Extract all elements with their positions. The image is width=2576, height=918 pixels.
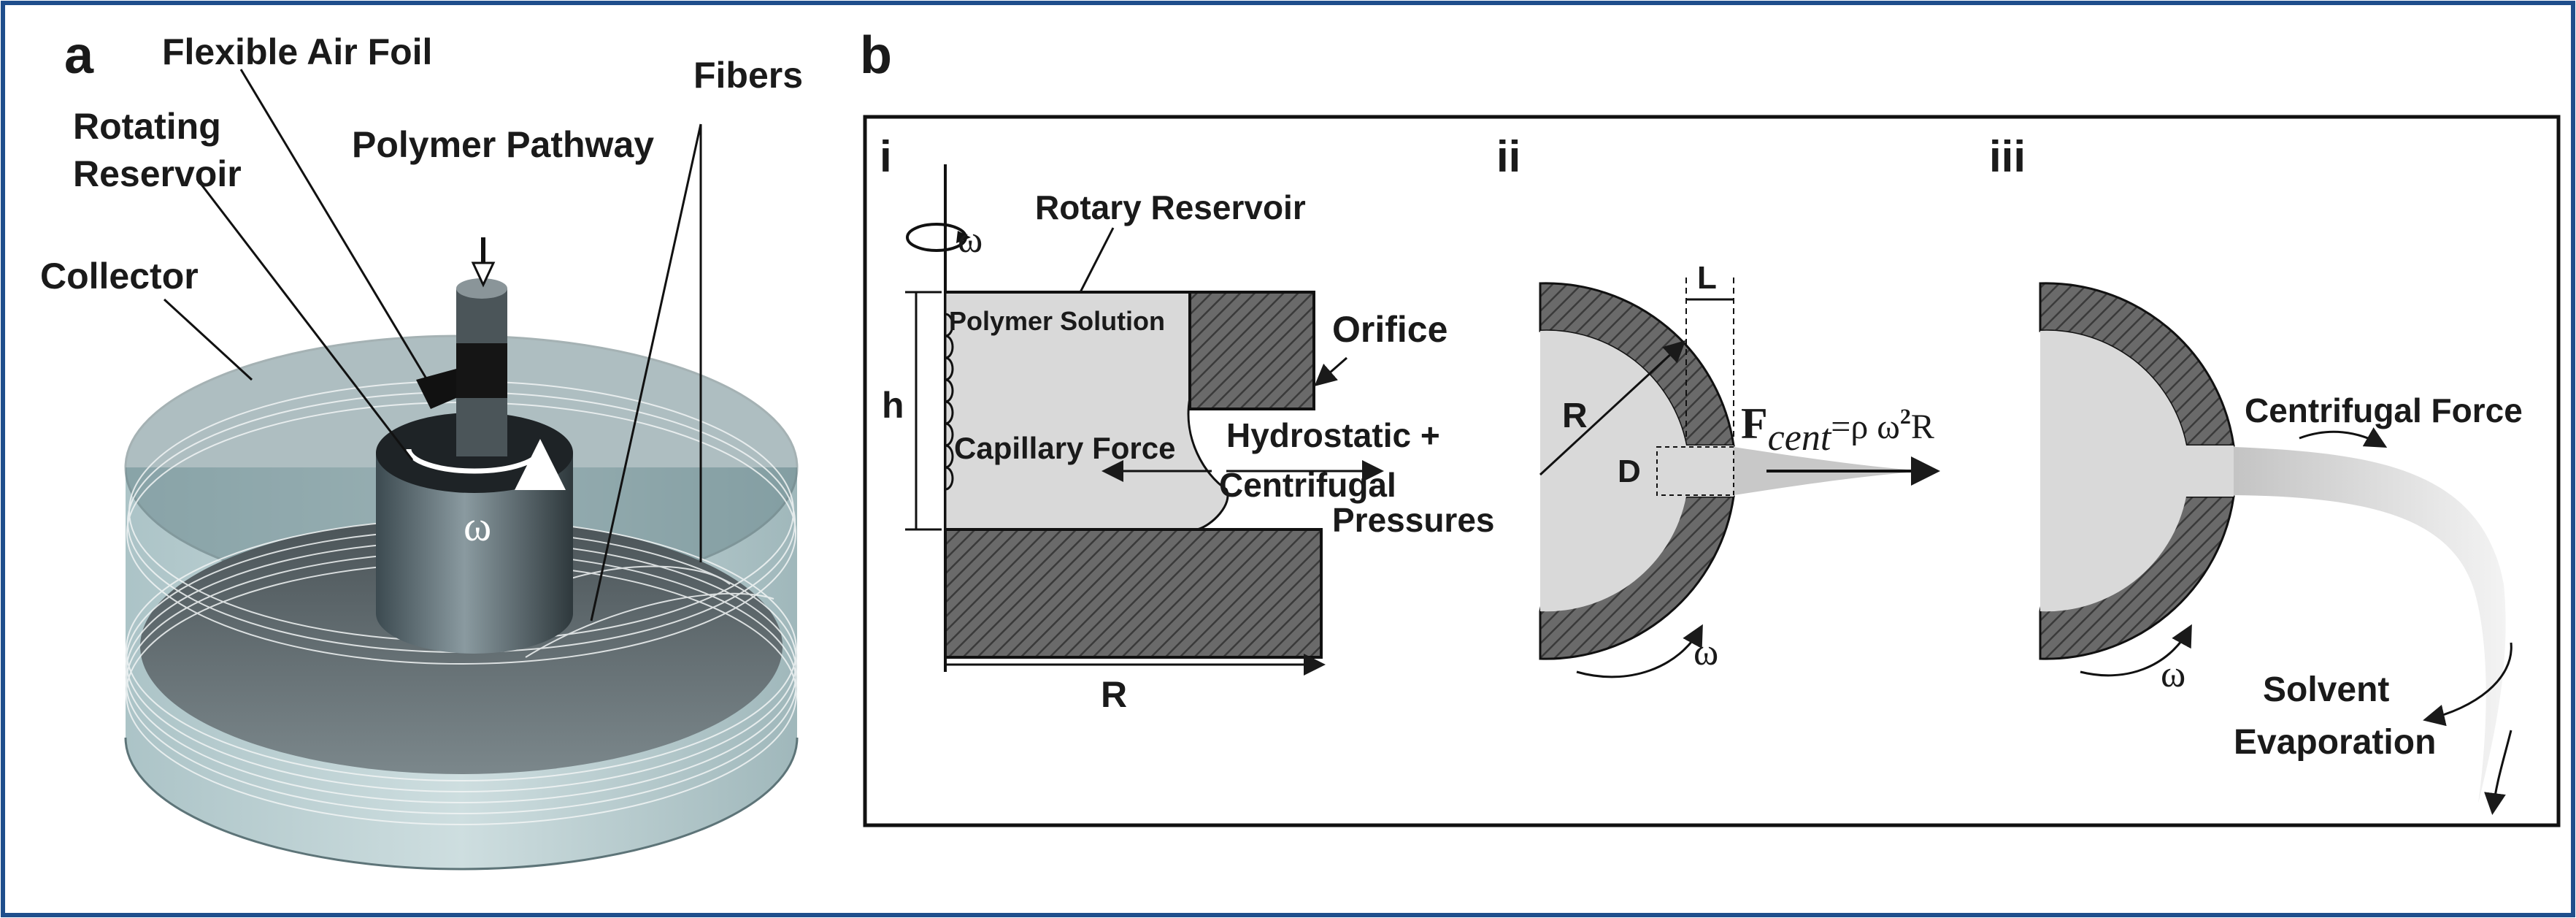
label-evaporation: Evaporation [2234, 723, 2436, 762]
equation-rhs: =ρ ω [1831, 408, 1900, 446]
panel-a: a [40, 26, 803, 871]
label-h: h [882, 385, 904, 426]
label-rotary-reservoir: Rotary Reservoir [1035, 188, 1306, 226]
label-flexible-air-foil: Flexible Air Foil [162, 31, 432, 72]
label-d: D [1618, 454, 1641, 489]
label-capillary-force: Capillary Force [954, 431, 1175, 465]
omega-iii: ω [2161, 654, 2185, 695]
label-solvent: Solvent [2263, 670, 2389, 709]
sub-panel-iii: iii Centrifugal Force ω Solvent Evaporat… [1989, 132, 2523, 815]
orifice-block [1188, 291, 1315, 410]
f-cent-equation: Fcent=ρ ω2R [1741, 399, 1934, 459]
sub-panel-ii: ii L R D Fcent=ρ ω2R [1496, 132, 1940, 678]
panel-b: b i ω [860, 26, 2561, 827]
label-polymer-pathway: Polymer Pathway [352, 124, 654, 165]
label-collector: Collector [40, 256, 199, 297]
label-r-ii: R [1562, 397, 1588, 435]
f-subscript: cent [1768, 417, 1832, 459]
sub-panel-i: i ω [880, 132, 1495, 715]
label-hydrostatic: Hydrostatic + [1226, 416, 1440, 454]
omega-a: ω [464, 502, 491, 550]
label-pressures: Pressures [1332, 501, 1495, 539]
label-reservoir: Reservoir [73, 153, 242, 194]
label-orifice: Orifice [1332, 309, 1447, 350]
panel-b-letter: b [860, 26, 892, 85]
label-polymer-solution: Polymer Solution [949, 306, 1165, 336]
numeral-ii: ii [1496, 132, 1520, 181]
label-centrifugal-force: Centrifugal Force [2245, 391, 2523, 429]
label-rotating: Rotating [73, 106, 221, 147]
rotating-reservoir-cylinder [376, 237, 573, 654]
rotation-arrow-icon [406, 439, 566, 491]
omega-ii: ω [1693, 632, 1718, 673]
label-fibers: Fibers [693, 55, 803, 96]
label-l: L [1697, 260, 1717, 296]
panel-a-letter: a [64, 26, 94, 85]
label-r-i: R [1101, 674, 1127, 715]
omega-i: ω [958, 219, 983, 261]
f-symbol: F [1741, 399, 1768, 448]
equation-r: R [1911, 408, 1934, 446]
numeral-iii: iii [1989, 132, 2026, 181]
numeral-i: i [880, 132, 892, 181]
equation-exponent: 2 [1900, 405, 1911, 429]
reservoir-base [944, 528, 1323, 659]
label-centrifugal: Centrifugal [1219, 466, 1396, 504]
